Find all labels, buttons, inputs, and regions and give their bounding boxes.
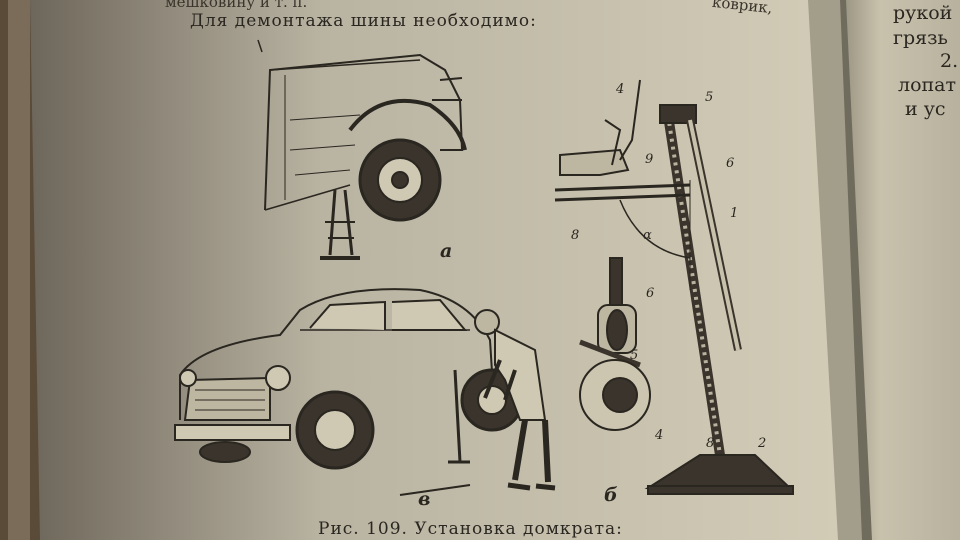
clamp-label-4: 4 (655, 428, 664, 443)
jack-label-5: 5 (705, 90, 714, 105)
illustration-jack (554, 79, 794, 495)
clamp-label-6: 6 (646, 286, 655, 301)
figure-caption: Рис. 109. Установка домкрата: (318, 519, 623, 539)
illustration-clamp (579, 257, 651, 431)
jack-label-alpha: α (643, 228, 652, 243)
jack-label-8: 8 (571, 228, 580, 243)
right-page (846, 0, 960, 540)
jack-label-6: 6 (726, 156, 735, 171)
right-page-line-3: 2. (940, 50, 959, 72)
right-page-line-2: грязь (893, 27, 948, 49)
figure-label-b: б (604, 484, 618, 506)
section-heading: Для демонтажа шины необходимо: (190, 11, 537, 31)
top-line: мешковину и т. п. (165, 0, 308, 11)
jack-label-2: 2 (758, 436, 767, 451)
illustration-car-rear (257, 39, 467, 260)
right-page-line-1: рукой (893, 2, 953, 24)
jack-label-8b: 8 (706, 436, 715, 451)
figure-label-a: а (440, 240, 453, 262)
jack-label-9: 9 (645, 152, 654, 167)
jack-label-1: 1 (730, 206, 739, 221)
figure-label-v: в (418, 488, 431, 510)
illustration-car-front (174, 288, 556, 496)
right-page-line-4: лопат (898, 74, 957, 96)
right-page-line-5: и ус (905, 98, 946, 120)
jack-label-4: 4 (616, 82, 625, 97)
clamp-label-5: 5 (630, 348, 639, 363)
